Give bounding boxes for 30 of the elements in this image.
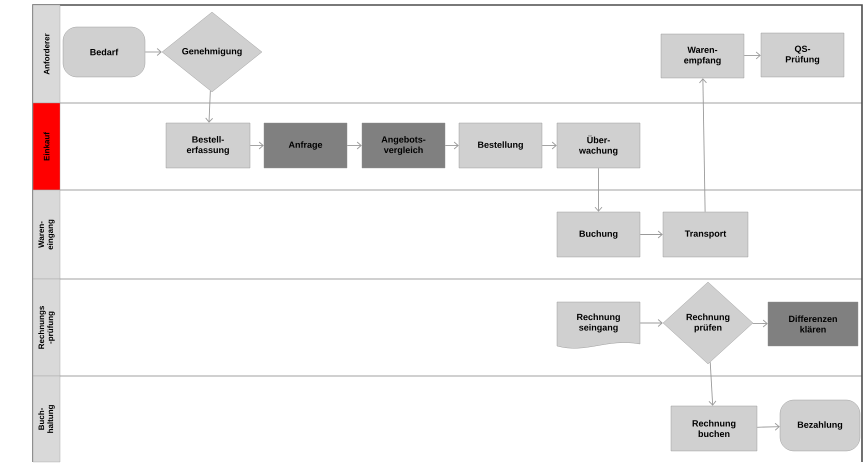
process-box: Buchung [556, 212, 640, 258]
lane-header: Rechnungs -prüfung [32, 278, 60, 376]
lane-header: Anforderer [32, 4, 60, 104]
arrow [744, 52, 761, 60]
arrow [542, 142, 557, 150]
lane-header: Einkauf [32, 102, 60, 190]
arrow [699, 78, 707, 212]
arrow [708, 362, 716, 406]
process-box: QS- Prüfung [760, 32, 844, 78]
process-box: Anfrage [264, 122, 348, 168]
process-box: Waren- empfang [660, 34, 744, 78]
arrow [144, 48, 162, 56]
process-box: Bestell- erfassung [166, 122, 250, 168]
arrow [594, 168, 602, 212]
arrow [752, 320, 768, 328]
process-box: Über- wachung [556, 122, 640, 168]
arrow [205, 90, 214, 123]
lane-header: Waren- eingang [32, 190, 60, 280]
process-box: Angebots- vergleich [362, 122, 446, 168]
arrow [444, 142, 459, 150]
process-box: Differenzen klären [768, 302, 858, 346]
process-box: Bestellung [458, 122, 542, 168]
arrow [640, 319, 663, 327]
lane-header: Buch- haltung [32, 376, 60, 462]
process-box: Rechnung buchen [670, 406, 758, 452]
process-box: Transport [662, 212, 748, 258]
arrow [756, 422, 780, 431]
arrow [346, 142, 362, 150]
arrow [250, 142, 264, 150]
arrow [640, 230, 663, 238]
